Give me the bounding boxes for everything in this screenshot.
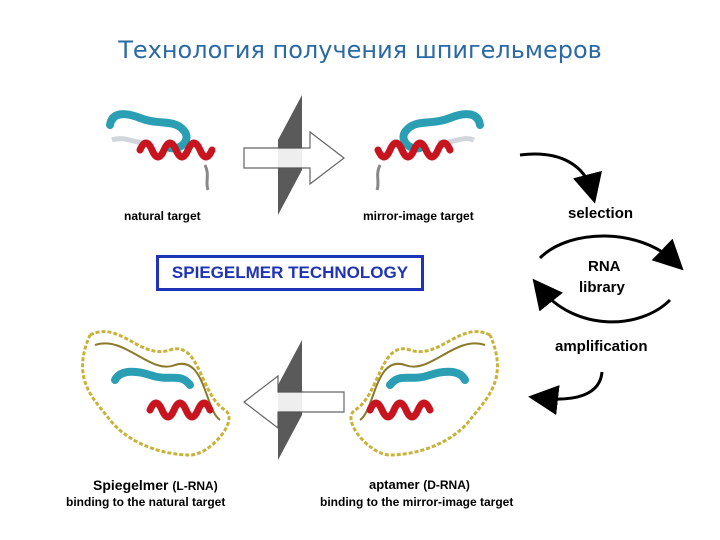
selection-label: selection <box>568 205 634 222</box>
spiegelmer-main: Spiegelmer <box>93 477 169 493</box>
cycle-arrow-icon <box>532 234 684 324</box>
aptamer-title: aptamer (D-RNA) <box>369 477 470 492</box>
natural-target-protein <box>106 110 216 191</box>
mirror-target-label: mirror-image target <box>363 209 474 223</box>
spiegelmer-sub: (L-RNA) <box>172 479 218 493</box>
arrow-to-aptamer-icon <box>528 371 604 415</box>
aptamer-complex <box>349 330 499 457</box>
natural-target-label: natural target <box>124 209 201 223</box>
mirror-plane-bottom-icon <box>243 340 345 460</box>
mirror-target-protein <box>374 110 484 191</box>
arrow-to-selection-icon <box>519 152 602 204</box>
spiegelmer-caption: binding to the natural target <box>66 495 226 509</box>
page-title: Технология получения шпигельмеров <box>118 36 602 64</box>
rna-library-line1: RNA <box>588 258 621 275</box>
mirror-plane-icon <box>243 95 345 215</box>
spiegelmer-title: Spiegelmer (L-RNA) <box>93 477 218 493</box>
rna-library-line2: library <box>579 279 625 296</box>
technology-box: SPIEGELMER TECHNOLOGY <box>156 255 424 291</box>
aptamer-caption: binding to the mirror-image target <box>320 495 514 509</box>
spiegelmer-complex <box>81 330 231 457</box>
aptamer-sub: (D-RNA) <box>423 478 470 492</box>
technology-label: SPIEGELMER TECHNOLOGY <box>171 263 409 282</box>
amplification-label: amplification <box>555 338 648 355</box>
aptamer-main: aptamer <box>369 477 420 492</box>
